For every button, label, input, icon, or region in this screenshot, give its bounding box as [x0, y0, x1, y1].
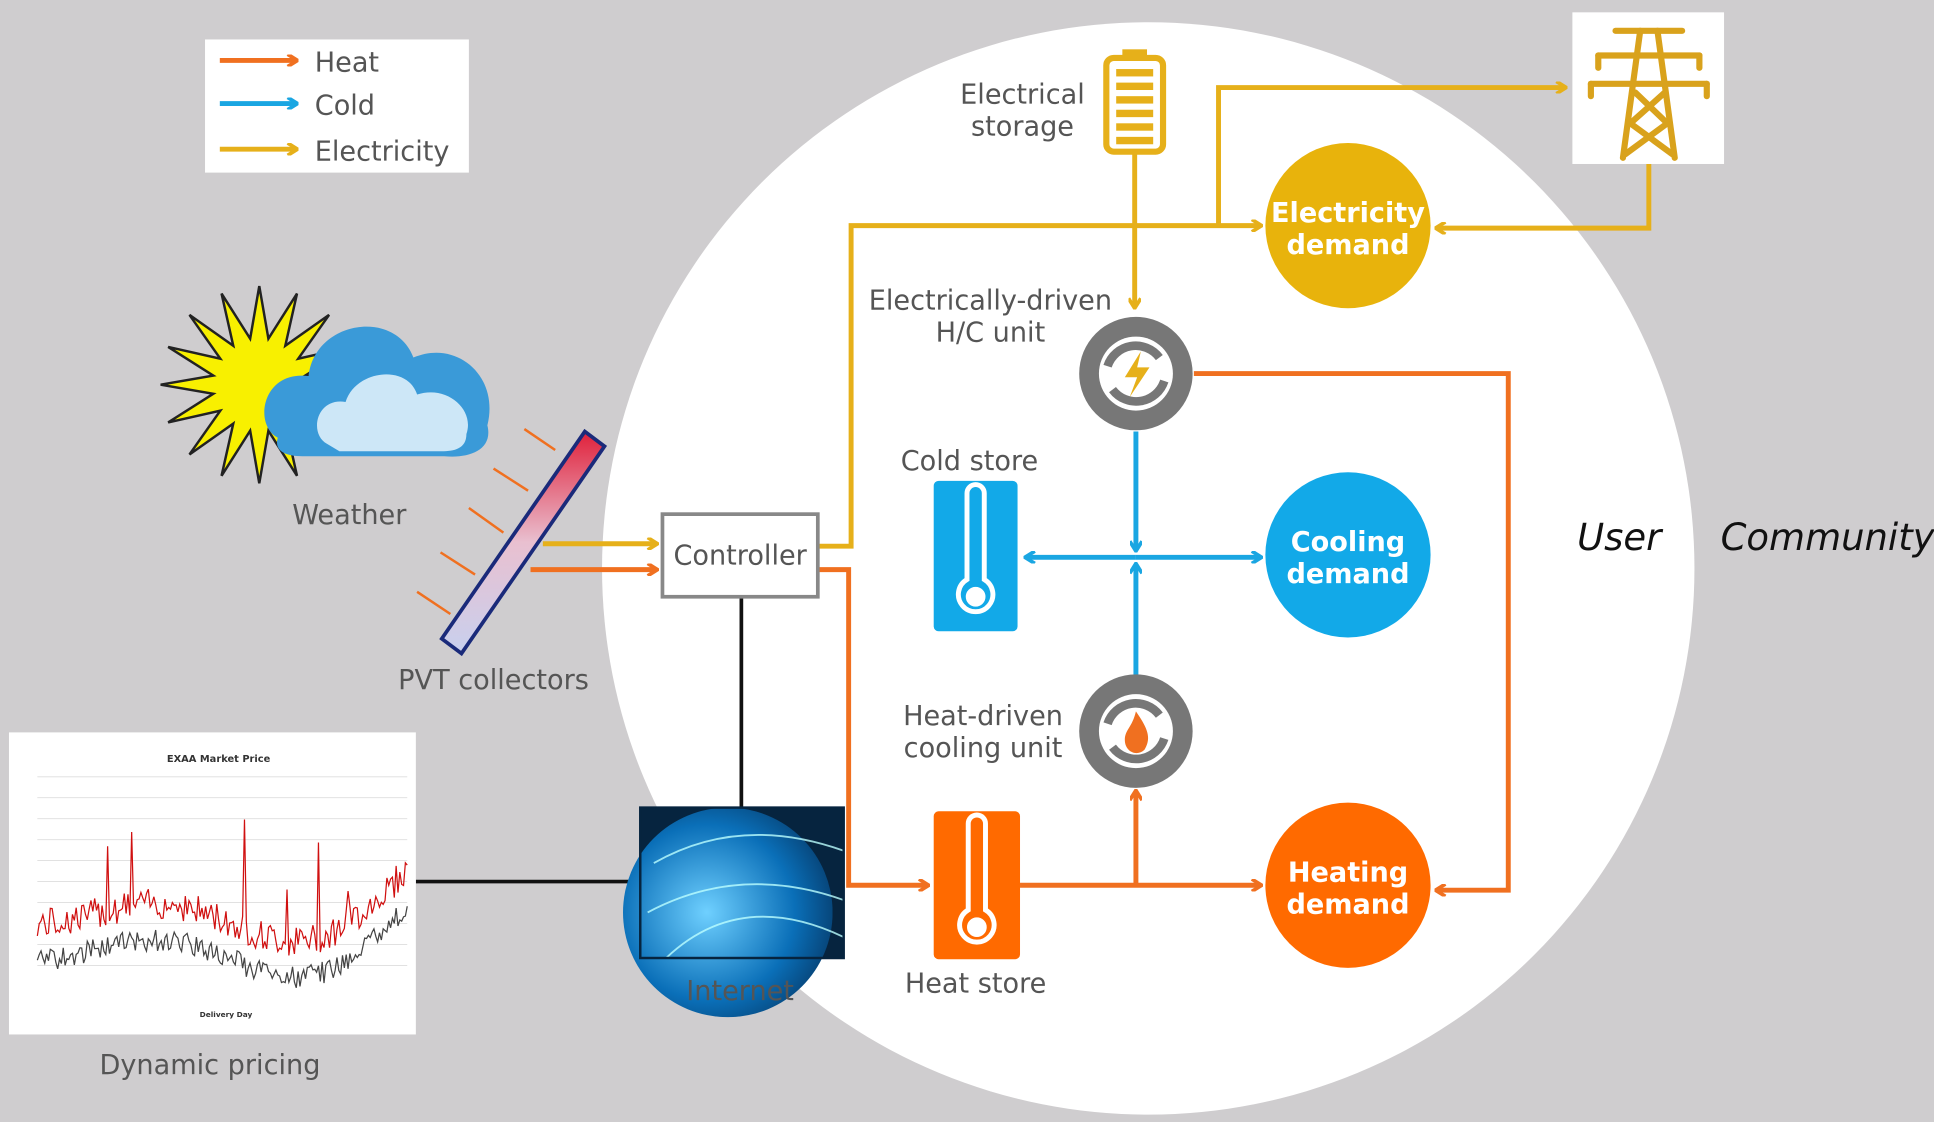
- globe-icon: [623, 808, 845, 1018]
- power-grid: [1572, 12, 1725, 164]
- heating-demand-label: Heating: [1288, 858, 1408, 889]
- heat-driven-cooling-unit: Heat-driven cooling unit: [903, 674, 1193, 788]
- cold-store-label: Cold store: [901, 446, 1038, 477]
- pvt-collectors: PVT collectors: [398, 428, 608, 696]
- legend: Heat Cold Electricity: [205, 39, 469, 173]
- electricity-flows: [542, 88, 1652, 547]
- electrical-storage-label: Electrical: [960, 80, 1085, 111]
- cold-store: Cold store: [901, 446, 1038, 632]
- heat-flows: [530, 371, 1511, 891]
- electrical-storage-label: storage: [971, 112, 1074, 143]
- thermometer-icon: [955, 482, 996, 615]
- legend-heat-label: Heat: [315, 48, 379, 79]
- price-series-peak: [36, 819, 408, 956]
- pricing-chart-xlabel: Delivery Day: [200, 1010, 253, 1019]
- user-scope-label: User: [1577, 516, 1664, 559]
- electrically-driven-hc-unit: Electrically-driven H/C unit: [869, 285, 1193, 431]
- internet-label: Internet: [686, 976, 794, 1007]
- thermometer-icon: [957, 812, 997, 945]
- pvt-label: PVT collectors: [398, 665, 589, 696]
- controller: Controller: [660, 512, 820, 599]
- user-boundary-circle: [602, 22, 1695, 1115]
- cooling-demand-label: demand: [1286, 559, 1409, 590]
- pricing-chart-title: EXAA Market Price: [167, 754, 271, 765]
- dynamic-pricing: EXAA Market Price Delivery Day Dynamic p…: [8, 732, 416, 1081]
- cooling-demand: Cooling demand: [1265, 472, 1431, 638]
- heat-driven-unit-label: cooling unit: [904, 733, 1063, 764]
- weather-label: Weather: [292, 500, 407, 531]
- electricity-demand-label: Electricity: [1271, 198, 1425, 229]
- internet: Internet: [623, 806, 845, 1018]
- electricity-demand-label: demand: [1286, 230, 1409, 261]
- cycle-arrows-icon: [1103, 699, 1169, 764]
- weather: Weather: [160, 285, 490, 531]
- legend-cold: Cold: [219, 91, 375, 122]
- power-tower-icon: [1587, 27, 1710, 161]
- battery-icon: [1103, 49, 1167, 155]
- heat-store-label: Heat store: [905, 969, 1047, 1000]
- legend-electricity-label: Electricity: [315, 136, 450, 167]
- cloud-icon: [264, 326, 490, 457]
- heat-store: Heat store: [905, 811, 1047, 1000]
- heat-driven-unit-label: Heat-driven: [903, 701, 1063, 732]
- heating-demand-label: demand: [1286, 890, 1409, 921]
- dynamic-pricing-label: Dynamic pricing: [100, 1050, 321, 1081]
- electrical-storage: Electrical storage: [960, 49, 1167, 155]
- cooling-demand-label: Cooling: [1291, 527, 1405, 558]
- legend-electricity: Electricity: [219, 136, 450, 167]
- sunlight-arrows: [416, 428, 556, 616]
- hc-unit-label: H/C unit: [936, 318, 1046, 349]
- cold-flows: [1026, 431, 1260, 676]
- heating-demand: Heating demand: [1265, 802, 1431, 968]
- cycle-arrows-icon: [1103, 341, 1169, 406]
- electricity-demand: Electricity demand: [1265, 143, 1431, 309]
- hc-unit-label: Electrically-driven: [869, 285, 1112, 316]
- legend-cold-label: Cold: [315, 91, 375, 122]
- flame-icon: [1124, 711, 1149, 754]
- lightning-bolt-icon: [1124, 351, 1150, 398]
- controller-label: Controller: [673, 541, 807, 572]
- legend-heat: Heat: [219, 48, 379, 79]
- data-links: [415, 596, 744, 884]
- price-series-base: [36, 906, 408, 989]
- community-scope-label: Community: [1721, 516, 1934, 559]
